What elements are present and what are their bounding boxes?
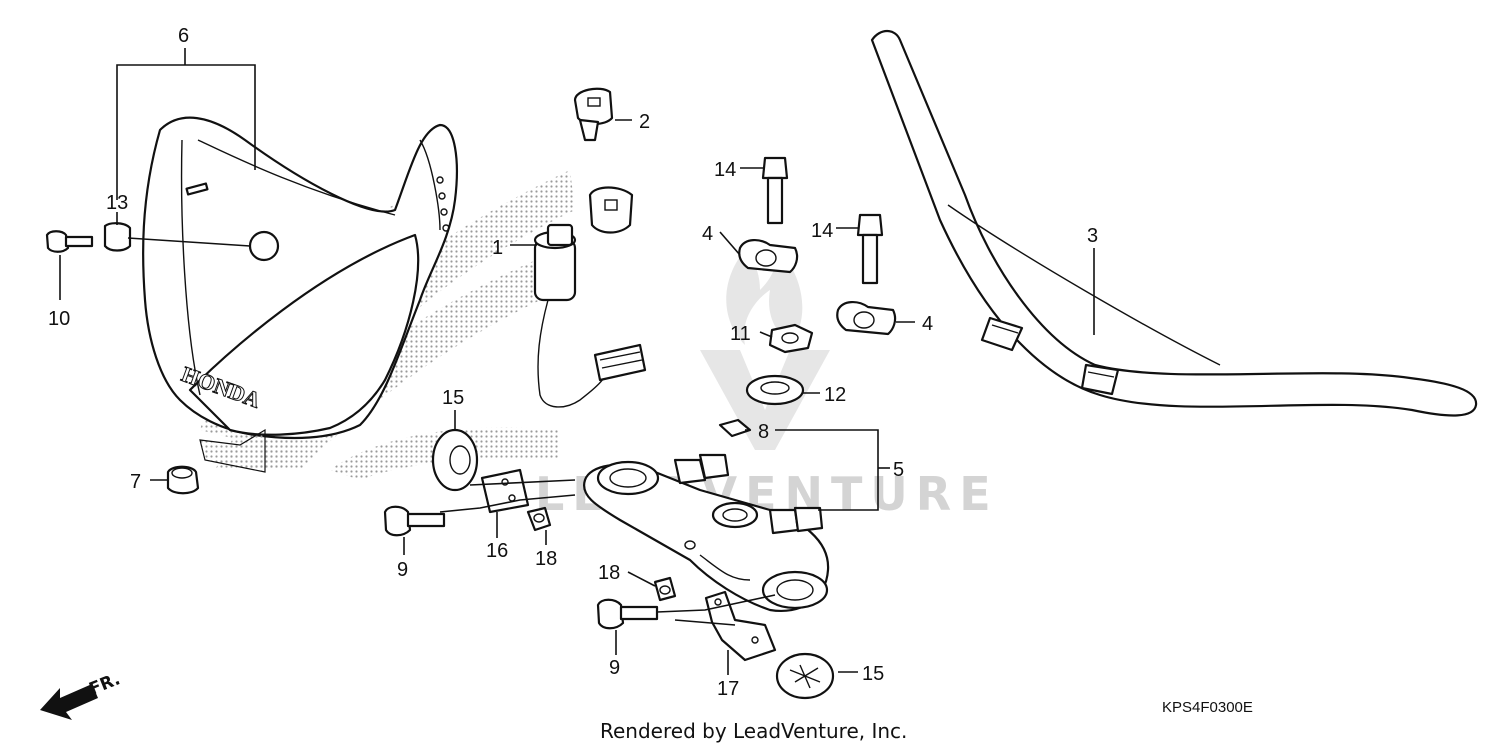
callout-1: 1: [492, 237, 503, 259]
bolt-14-upper: [761, 156, 789, 225]
handlebar-clamp-left: [738, 239, 799, 274]
callout-9-lower: 9: [609, 657, 620, 679]
callout-9-left: 9: [397, 559, 408, 581]
callout-labels: 1 2 3 4 4 5 6 7 8 9 9 10 11 12 13 14 14 …: [48, 25, 1098, 700]
grommet-15-left: [431, 428, 479, 492]
arrow-left-icon: [40, 684, 98, 720]
callout-17: 17: [717, 678, 739, 700]
nut-18-lower: [653, 576, 677, 602]
ignition-switch: [533, 186, 647, 408]
top-bridge: [582, 453, 830, 613]
nut-18-left: [526, 506, 552, 532]
direction-label: FR.: [86, 669, 123, 699]
leader-lines: [59, 48, 1095, 675]
callout-4-left: 4: [702, 223, 713, 245]
callout-18-left: 18: [535, 548, 557, 570]
callout-16: 16: [486, 540, 508, 562]
callout-14-upper: 14: [714, 159, 736, 181]
callout-3: 3: [1087, 225, 1098, 247]
grommet-13: [103, 222, 132, 252]
bracket-17: [704, 590, 777, 662]
callout-2: 2: [639, 111, 650, 133]
diagram-code: KPS4F0300E: [1162, 699, 1253, 716]
ignition-key: [573, 87, 614, 142]
callout-12: 12: [824, 384, 846, 406]
callout-7: 7: [130, 471, 141, 493]
footer-credit: Rendered by LeadVenture, Inc.: [600, 719, 907, 743]
washer-12: [745, 374, 805, 406]
callout-18-lower: 18: [598, 562, 620, 584]
headlight-cowl: HONDA: [142, 116, 458, 473]
callout-10: 10: [48, 308, 70, 330]
bolt-14-lower: [856, 213, 884, 285]
bolt-9-lower: [596, 598, 659, 630]
bolt-9-left: [383, 505, 446, 537]
nut-7: [166, 465, 200, 495]
callout-15-left: 15: [442, 387, 464, 409]
nut-11: [768, 323, 814, 354]
front-direction-arrow: FR.: [40, 669, 123, 720]
callout-5: 5: [893, 459, 904, 481]
callout-13: 13: [106, 192, 128, 214]
callout-8: 8: [758, 421, 769, 443]
callout-15-right: 15: [862, 663, 884, 685]
grommet-15-right: [775, 652, 835, 700]
callout-4-right: 4: [922, 313, 933, 335]
callout-14-lower: 14: [811, 220, 833, 242]
handlebar-clamp-right: [836, 301, 897, 336]
handlebar: [870, 29, 1478, 417]
callout-6: 6: [178, 25, 189, 47]
bolt-10: [45, 230, 94, 253]
callout-11: 11: [730, 323, 751, 345]
